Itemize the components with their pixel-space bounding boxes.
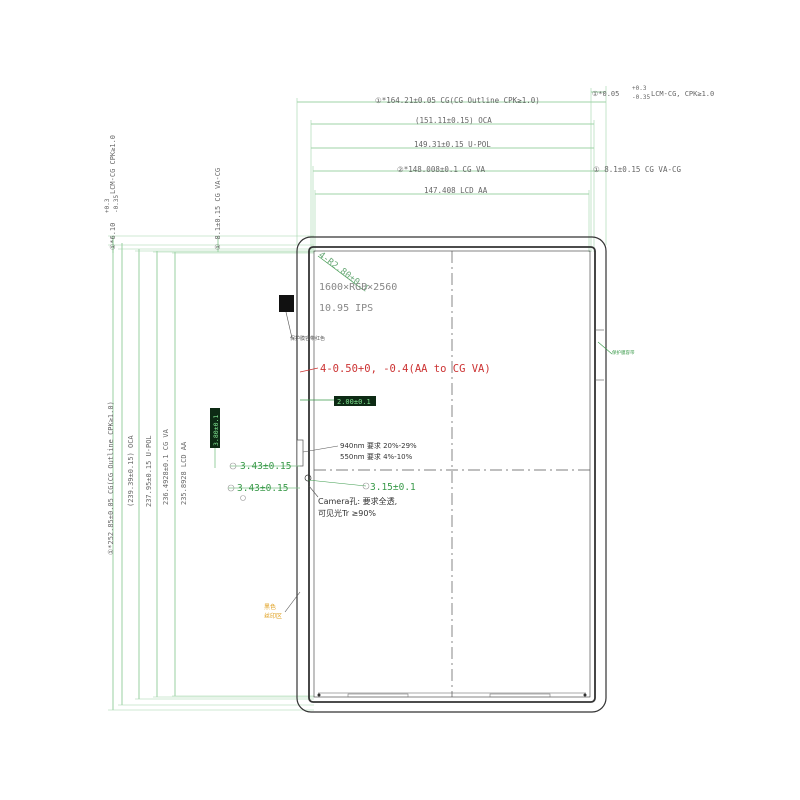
dim-cg-va-width: ②*148.008±0.1 CG VA	[397, 165, 485, 174]
vertical-dimensions: ①*6.10 +0.3 -0.35 LCM-CG CPK≥1.0 ① 8.1±0…	[104, 135, 314, 711]
green-tag-label: 2.00±0.1	[337, 398, 371, 406]
camera-requirement-line2: 可见光Tr ≥90%	[318, 508, 376, 518]
dim-lcm-cg-right-minus: -0.35	[632, 94, 650, 101]
fpc-tab	[279, 295, 294, 312]
panel-annotations: 4-R2.80±0.1 1600×RGB×2560 10.95 IPS 保护膜容…	[210, 250, 635, 620]
vertical-tag-box	[210, 408, 220, 448]
resolution-label: 1600×RGB×2560	[319, 282, 397, 293]
horizontal-dimensions: ①*164.21±0.05 CG(CG Outline CPK≥1.0) (15…	[296, 85, 714, 252]
panel-size-type-label: 10.95 IPS	[319, 303, 373, 314]
ink-area-note-1: 黑色	[264, 603, 276, 611]
dim-cg-outline-width: ①*164.21±0.05 CG(CG Outline CPK≥1.0)	[375, 96, 540, 105]
dim-cg-va-height: 236.4928±0.1 CG VA	[162, 428, 170, 505]
dim-va-cg-left: ① 8.1±0.15 CG VA-CG	[214, 168, 222, 250]
ink-area-note-2: 丝印区	[264, 612, 282, 620]
panel-outline	[296, 236, 607, 713]
camera-requirement-line1: Camera孔: 要求全透,	[318, 496, 397, 506]
vertical-tag-label: 3.80±0.1	[212, 415, 220, 446]
dim-camera-offset: 3.15±0.1	[370, 482, 416, 493]
dim-sensor-offset-lower: 3.43±0.15	[237, 483, 288, 494]
dim-lcm-cg-left: ①*6.10	[109, 223, 117, 250]
dim-cg-outline-height: ①*252.85±0.05 CG(CG Outline CPK≥1.0)	[107, 401, 115, 555]
camera-hole	[304, 474, 312, 482]
dim-sensor-offset-upper: 3.43±0.15	[240, 461, 291, 472]
dim-lcm-cg-left-note: LCM-CG CPK≥1.0	[109, 135, 117, 194]
dim-oca-width: (151.11±0.15) OCA	[415, 116, 492, 125]
dim-lcm-cg-right-plus: +0.3	[632, 85, 647, 92]
dim-lcd-aa-width: 147.408 LCD AA	[424, 186, 488, 195]
dim-upol-height: 237.95±0.15 U-POL	[145, 435, 153, 507]
dim-lcm-cg-right-note: LCM-CG, CPK≥1.0	[651, 90, 714, 98]
dim-upol-width: 149.31±0.15 U-POL	[414, 140, 491, 149]
green-tag-box	[334, 396, 376, 406]
dim-lcd-aa-height: 235.8928 LCD AA	[180, 441, 188, 505]
dim-va-cg-right: ① 8.1±0.15 CG VA-CG	[593, 165, 681, 174]
dim-lcm-cg-left-minus: -0.35	[113, 195, 120, 213]
right-film-note: 保护膜容带	[612, 349, 635, 356]
dim-lcm-cg-left-plus: +0.3	[104, 198, 111, 213]
protective-film-note: 保护膜容带红色	[290, 335, 325, 342]
dim-oca-height: (239.39±0.15) OCA	[127, 435, 135, 507]
aa-to-va-tolerance: 4-0.50+0, -0.4(AA to CG VA)	[320, 363, 491, 375]
ir-requirement-550: 550nm 要求 4%-10%	[340, 452, 413, 461]
dim-lcm-cg-right: ①*0.05	[592, 90, 619, 98]
ir-requirement-940: 940nm 要求 20%-29%	[340, 441, 417, 450]
